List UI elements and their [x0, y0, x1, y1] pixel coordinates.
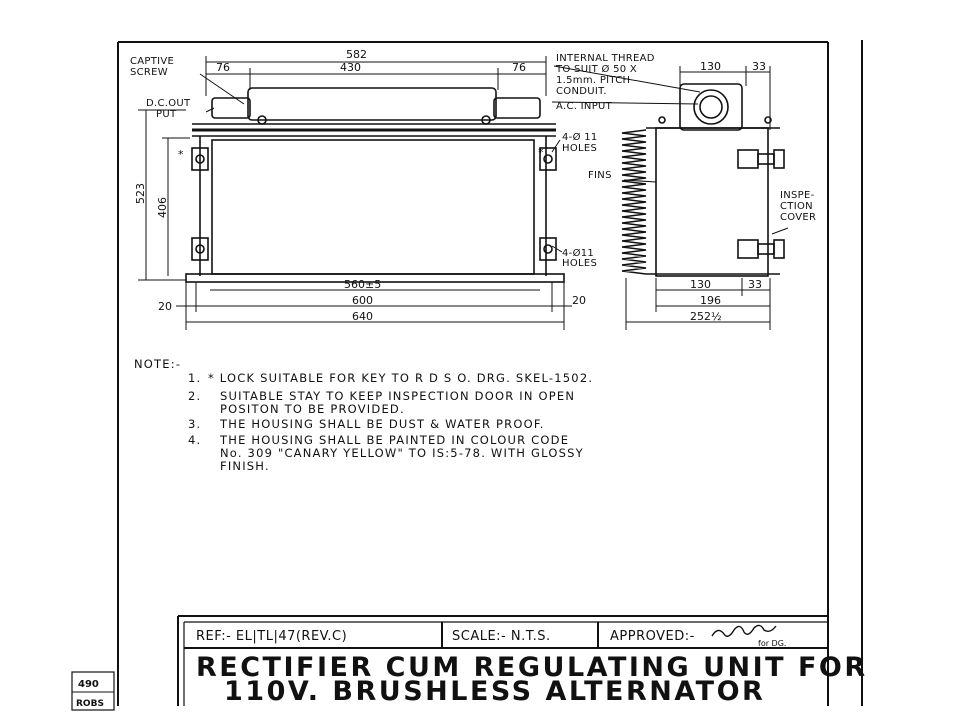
side-stamp: 490 ROBS [71, 671, 115, 711]
note-4-line-2: No. 309 "CANARY YELLOW" TO IS:5-78. WITH… [220, 446, 584, 460]
dim-side-top-130: 130 [700, 60, 721, 73]
inspection-cover-label-1: INSPE- [780, 190, 815, 201]
internal-thread-label-4: CONDUIT. [556, 86, 607, 97]
title-block-ref: REF:- EL|TL|47(REV.C) [196, 629, 347, 644]
title-line-2: 110V. BRUSHLESS ALTERNATOR [224, 676, 765, 707]
note-2-num: 2. [188, 389, 201, 403]
holes-bottom-label-1: 4-Ø11 [562, 247, 594, 259]
note-4-num: 4. [188, 433, 201, 447]
dim-base-hole: 560±5 [344, 278, 381, 291]
approver-signature [711, 624, 777, 637]
captive-screw-label-1: CAPTIVE [130, 56, 174, 67]
note-1-num: 1. [188, 371, 201, 385]
note-2-line-1: SUITABLE STAY TO KEEP INSPECTION DOOR IN… [220, 389, 575, 403]
notes-heading: NOTE:- [134, 357, 181, 371]
internal-thread-label-2: TO SUIT Ø 50 X [555, 63, 637, 75]
dim-side-bot-33: 33 [748, 278, 762, 291]
housing-front [211, 139, 535, 275]
title-block: REF:- EL|TL|47(REV.C) SCALE:- N.T.S. APP… [177, 615, 868, 707]
side-dimension-lines [623, 66, 789, 330]
dim-top-right: 76 [512, 61, 526, 74]
fins-label: FINS [588, 170, 612, 181]
front-dimension-lines [138, 56, 701, 330]
title-line-1: RECTIFIER CUM REGULATING UNIT FOR [196, 652, 868, 683]
ac-input-label: A.C. INPUT [556, 101, 613, 112]
mounting-hole-icon [195, 154, 205, 164]
note-4-line-3: FINISH. [220, 459, 270, 473]
holes-top-label-2: HOLES [562, 143, 597, 154]
mounting-hole-icon [543, 244, 553, 254]
dim-overall-top: 582 [346, 48, 367, 61]
mounting-hole-icon [543, 154, 553, 164]
inspection-cover-label-2: CTION [780, 201, 813, 212]
dim-side-252: 252½ [690, 310, 722, 323]
lock-star-right: * [538, 146, 544, 159]
dim-edge-right: 20 [572, 294, 586, 307]
title-block-scale: SCALE:- N.T.S. [452, 629, 551, 644]
dc-output-handle [247, 87, 497, 121]
dim-base-inner: 600 [352, 294, 373, 307]
note-1-line-1: * LOCK SUITABLE FOR KEY TO R D S O. DRG.… [208, 371, 593, 385]
side-stamp-line-2: ROBS [76, 699, 104, 709]
ac-input-gland [679, 83, 743, 131]
dim-edge-left: 20 [158, 300, 172, 313]
side-view-labels: 130 33 130 33 196 252½ FINS INSPE- CTION… [588, 60, 816, 323]
dim-height-outer: 523 [134, 183, 147, 204]
sheet-border [117, 40, 863, 706]
dim-top-left: 76 [216, 61, 230, 74]
dim-side-top-33: 33 [752, 60, 766, 73]
dc-output-label-2: PUT [156, 109, 177, 120]
dim-top-mid: 430 [340, 61, 361, 74]
side-stamp-line-1: 490 [78, 679, 99, 690]
dim-height-inner: 406 [156, 197, 169, 218]
inspection-cover-label-3: COVER [780, 212, 816, 223]
holes-bottom-label-2: HOLES [562, 258, 597, 269]
dim-side-bot-130: 130 [690, 278, 711, 291]
dc-output-label-1: D.C.OUT [146, 98, 191, 109]
title-block-approved: APPROVED:- [610, 629, 695, 644]
captive-screw-label-2: SCREW [130, 67, 168, 78]
front-view-labels: CAPTIVE SCREW D.C.OUT PUT 582 76 430 76 … [130, 48, 655, 323]
note-3-num: 3. [188, 417, 201, 431]
conduit-icon [693, 89, 729, 125]
note-3-line-1: THE HOUSING SHALL BE DUST & WATER PROOF. [219, 417, 545, 431]
internal-thread-label-3: 1.5mm. PITCH [556, 75, 630, 86]
note-4-line-1: THE HOUSING SHALL BE PAINTED IN COLOUR C… [219, 433, 569, 447]
front-view [185, 87, 565, 283]
side-view [646, 83, 785, 277]
internal-thread-label-1: INTERNAL THREAD [556, 53, 655, 64]
notes-block: NOTE:- 1. * LOCK SUITABLE FOR KEY TO R D… [134, 357, 593, 473]
base-flange [185, 273, 565, 283]
dim-side-196: 196 [700, 294, 721, 307]
dim-base-overall: 640 [352, 310, 373, 323]
mounting-hole-icon [195, 244, 205, 254]
holes-top-label-1: 4-Ø 11 [562, 131, 598, 143]
note-2-line-2: POSITON TO BE PROVIDED. [220, 402, 405, 416]
lock-star-left: * [178, 148, 184, 161]
cooling-fins [621, 129, 647, 275]
signature-note: for DG. [758, 639, 786, 648]
